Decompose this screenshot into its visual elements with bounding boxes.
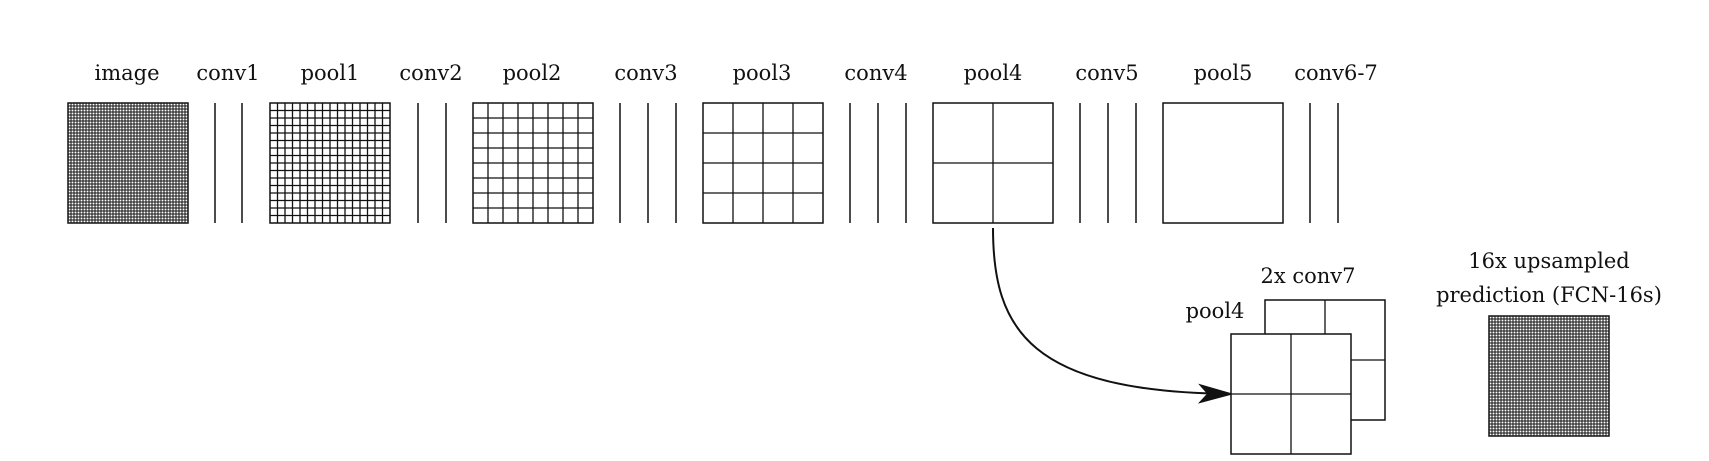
- label-conv2: conv2: [399, 61, 462, 85]
- grid-cells: [1489, 316, 1609, 436]
- output-label-line1: 16x upsampled: [1468, 249, 1629, 273]
- grid-pool2: [472, 102, 594, 224]
- output-label-line2: prediction (FCN-16s): [1436, 283, 1662, 307]
- grid-cells: [933, 103, 1053, 223]
- grid-cells: [270, 103, 390, 223]
- grid-cells: [1231, 334, 1351, 454]
- label-image: image: [94, 61, 159, 85]
- grid-pool5: [1162, 102, 1284, 224]
- skip-connection-arrow: [992, 227, 1234, 404]
- grid-fusion-pool4: [1230, 333, 1352, 455]
- label-conv6-7: conv6-7: [1294, 61, 1378, 85]
- label-conv4: conv4: [844, 61, 907, 85]
- label-conv5: conv5: [1075, 61, 1138, 85]
- grid-cells: [703, 103, 823, 223]
- layer-lines-conv6-7: [1309, 103, 1339, 223]
- label-2x-conv7: 2x conv7: [1260, 264, 1355, 288]
- layer-lines-conv2: [417, 103, 447, 223]
- grid-border: [1162, 102, 1284, 224]
- layer-lines-conv3: [619, 103, 677, 223]
- label-pool2: pool2: [503, 61, 562, 85]
- label-conv3: conv3: [614, 61, 677, 85]
- grid-cells: [68, 103, 188, 223]
- label-pool5: pool5: [1194, 61, 1253, 85]
- layer-lines-conv5: [1079, 103, 1137, 223]
- layer-lines-conv1: [214, 103, 243, 223]
- label-pool4: pool4: [964, 61, 1023, 85]
- layer-lines-conv4: [849, 103, 907, 223]
- grid-pool3: [702, 102, 824, 224]
- label-fusion-pool4: pool4: [1186, 299, 1245, 323]
- grid-cells: [473, 103, 593, 223]
- grid-pool4: [932, 102, 1054, 224]
- label-conv1: conv1: [196, 61, 259, 85]
- label-pool3: pool3: [733, 61, 792, 85]
- label-pool1: pool1: [301, 61, 360, 85]
- grid-image: [67, 102, 189, 224]
- stage-labels: image conv1 pool1 conv2 pool2 conv3 pool…: [94, 61, 1377, 85]
- grid-pool1: [269, 102, 391, 224]
- grid-output-prediction: [1488, 315, 1610, 437]
